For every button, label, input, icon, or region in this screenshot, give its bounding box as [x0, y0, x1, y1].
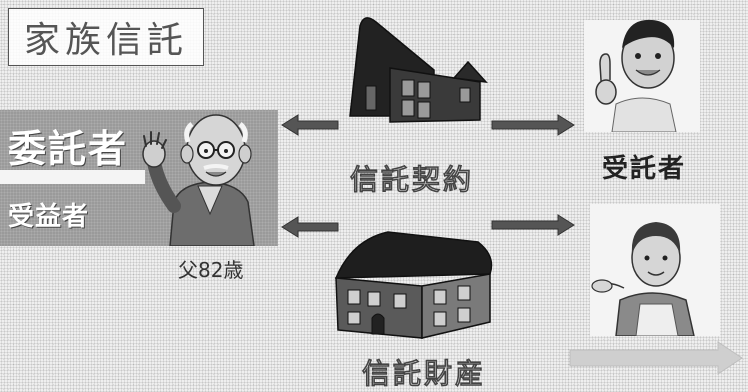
settlor-label: 委託者: [8, 127, 129, 171]
arrow-right-icon: [491, 214, 575, 236]
arrow-right-icon: [569, 341, 743, 375]
woman-apron-icon: [590, 204, 720, 336]
role-divider: [0, 170, 145, 184]
beneficiary-label: 受益者: [8, 202, 90, 232]
father-age-caption: 父82歳: [178, 258, 244, 282]
title-box: 家族信託: [8, 8, 204, 66]
trust-contract-label: 信託契約: [350, 163, 475, 197]
building-icon: [334, 231, 493, 339]
man-pointing-icon: [584, 19, 700, 132]
house-icon: [349, 17, 488, 123]
arrow-left-icon: [281, 114, 339, 136]
arrow-left-icon: [281, 216, 339, 238]
trust-property-label: 信託財産: [362, 357, 487, 391]
arrow-right-icon: [491, 114, 575, 136]
trustee-label: 受託者: [602, 154, 687, 184]
elderly-man-icon: [142, 114, 255, 246]
page-title: 家族信託: [23, 20, 188, 61]
